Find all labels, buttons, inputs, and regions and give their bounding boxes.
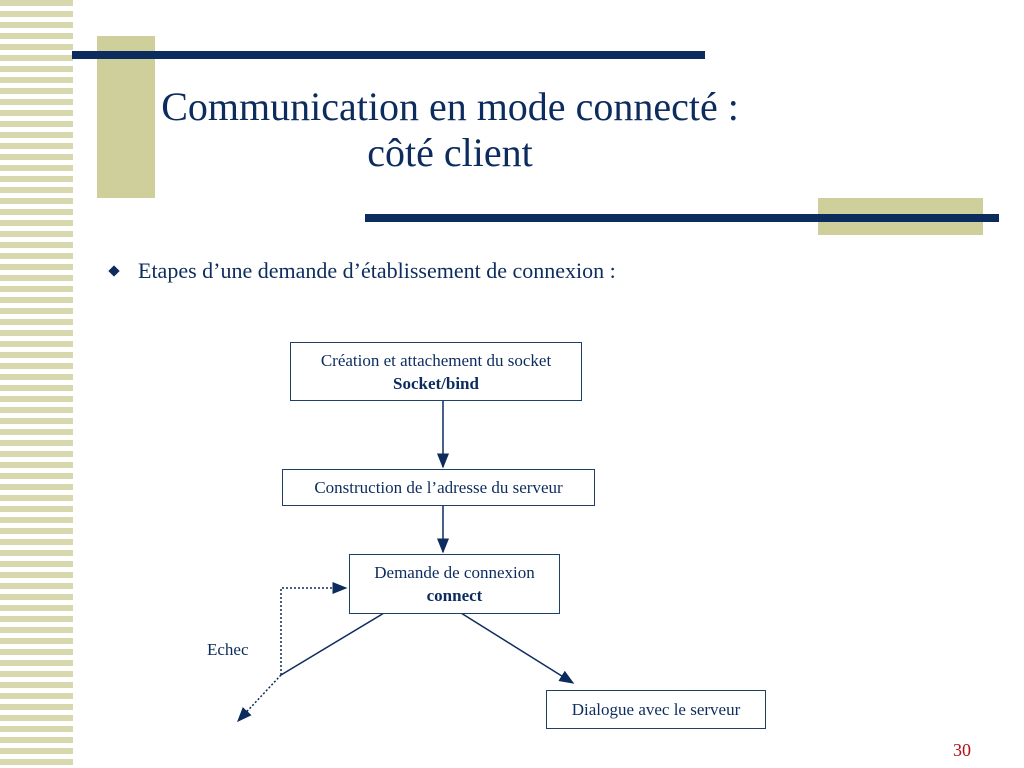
box-connect-call: connect bbox=[426, 586, 483, 605]
bullet-text: Etapes d’une demande d’établissement de … bbox=[138, 258, 616, 283]
dotted-failure-exit bbox=[236, 674, 282, 723]
arrow-connect-to-dialogue bbox=[460, 612, 575, 684]
top-accent-block bbox=[97, 36, 155, 198]
box-connect-text: Demande de connexion bbox=[374, 563, 535, 582]
box-address-text: Construction de l’adresse du serveur bbox=[314, 478, 563, 497]
box-dialogue-text: Dialogue avec le serveur bbox=[571, 700, 741, 719]
box-dialogue: Dialogue avec le serveur bbox=[546, 690, 766, 729]
failure-label: Echec bbox=[207, 640, 249, 659]
box-connect-request: Demande de connexion connect bbox=[349, 554, 560, 614]
bullet-item: Etapes d’une demande d’établissement de … bbox=[108, 258, 616, 284]
dotted-retry-loop bbox=[280, 582, 348, 675]
slide-title: Communication en mode connecté : côté cl… bbox=[160, 84, 740, 176]
page-number: 30 bbox=[953, 740, 971, 760]
box-create-socket: Création et attachement du socket Socket… bbox=[290, 342, 582, 401]
left-striped-band bbox=[0, 0, 73, 768]
box-create-call: Socket/bind bbox=[393, 373, 479, 393]
bottom-rule bbox=[365, 214, 999, 222]
box-create-text: Création et attachement du socket bbox=[320, 350, 552, 370]
box-build-address: Construction de l’adresse du serveur bbox=[282, 469, 595, 506]
line-connect-to-failure bbox=[280, 612, 385, 676]
title-line-1: Communication en mode connecté : bbox=[161, 84, 739, 129]
top-rule bbox=[72, 51, 705, 59]
title-line-2: côté client bbox=[367, 130, 533, 175]
